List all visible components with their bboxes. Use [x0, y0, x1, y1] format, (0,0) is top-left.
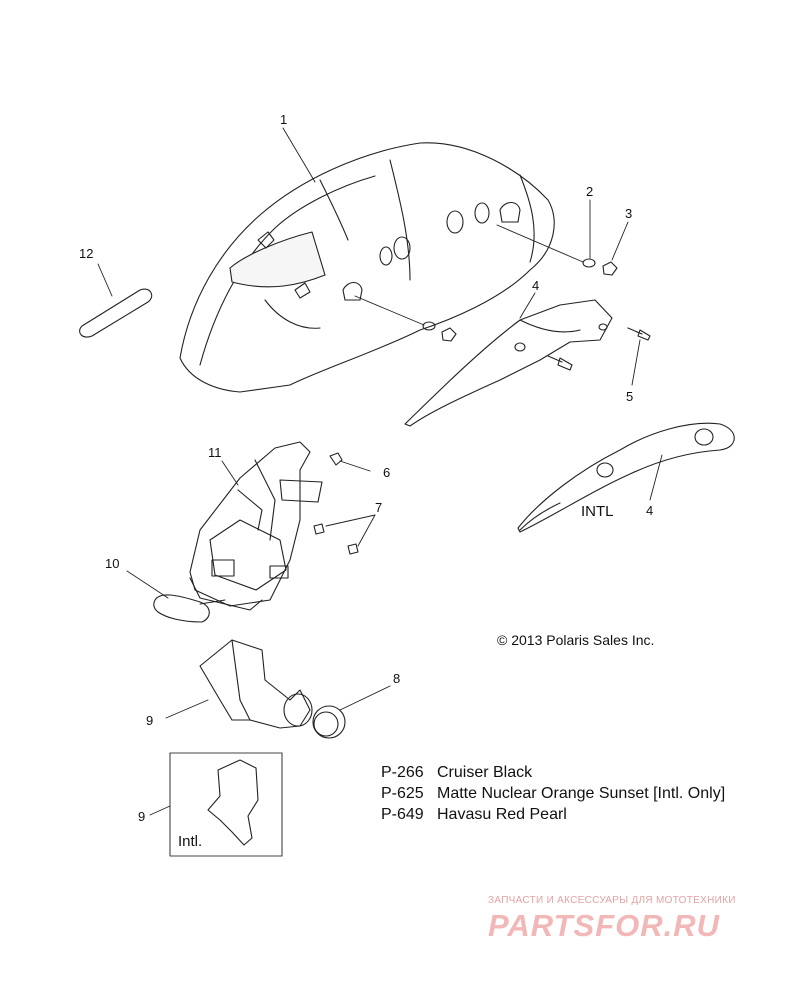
- license-plate-part-9: [199, 639, 313, 729]
- callout-11: 11: [208, 445, 222, 460]
- watermark-brand: PARTSFOR.RU: [488, 908, 721, 943]
- callout-7: 7: [375, 500, 382, 515]
- reflector-part-12: [79, 288, 153, 338]
- paint-name: Havasu Red Pearl: [437, 806, 567, 823]
- paint-code: P-649: [381, 806, 424, 823]
- copyright-notice: © 2013 Polaris Sales Inc.: [497, 632, 655, 648]
- callout-1: 1: [280, 112, 287, 127]
- callout-12: 12: [79, 246, 93, 261]
- watermark-subtitle: ЗАПЧАСТИ И АКСЕССУАРЫ ДЛЯ МОТОТЕХНИКИ: [488, 895, 736, 906]
- washer-part-2: [422, 258, 596, 331]
- callout-9: 9: [146, 713, 153, 728]
- nut-part-6: [329, 452, 343, 466]
- paint-code: P-266: [381, 764, 424, 781]
- paint-name: Matte Nuclear Orange Sunset [Intl. Only]: [437, 785, 726, 802]
- callout-4: 4: [532, 278, 539, 293]
- intl-inset-box: [169, 752, 283, 857]
- legend-row: P-625 Matte Nuclear Orange Sunset [Intl. …: [381, 785, 725, 803]
- callout-5: 5: [626, 389, 633, 404]
- callout-3: 3: [625, 206, 632, 221]
- callout-10: 10: [105, 556, 119, 571]
- nut-part-3: [441, 261, 618, 342]
- callout-8: 8: [393, 671, 400, 686]
- paint-name: Cruiser Black: [437, 764, 533, 781]
- callout-4-intl: 4: [646, 503, 653, 518]
- license-bracket-part-11: [189, 441, 323, 611]
- bolt-part-5: [547, 327, 651, 371]
- fender-strut-intl-part-4: [517, 422, 735, 533]
- cap-part-8: [312, 705, 346, 739]
- intl-label-box: Intl.: [178, 833, 202, 850]
- rear-fender-part-1: [179, 142, 555, 393]
- callout-6: 6: [383, 465, 390, 480]
- gasket-part-10: [153, 594, 210, 623]
- fender-strut-part-4: [404, 299, 613, 427]
- bolt-part-7: [313, 523, 359, 555]
- callout-2: 2: [586, 184, 593, 199]
- intl-label-upper: INTL: [581, 503, 614, 520]
- legend-row: P-266 Cruiser Black: [381, 764, 532, 782]
- leader-lines: [97, 127, 663, 816]
- paint-code: P-625: [381, 785, 424, 802]
- callout-9-intl: 9: [138, 809, 145, 824]
- legend-row: P-649 Havasu Red Pearl: [381, 806, 567, 824]
